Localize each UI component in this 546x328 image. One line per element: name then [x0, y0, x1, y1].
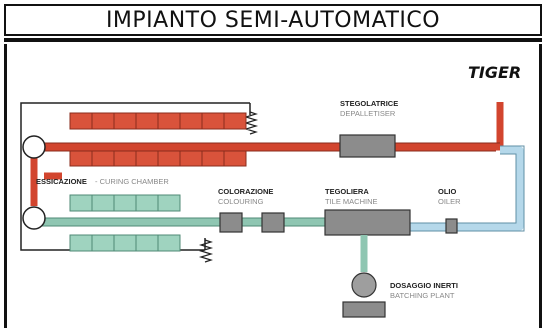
oiler-box: [445, 218, 458, 234]
tiger-logo: TIGER: [468, 63, 521, 82]
batching-base: [342, 301, 386, 318]
wheel-top: [22, 135, 46, 159]
colouring-box-1: [219, 212, 243, 233]
label-colorazione: COLORAZIONE: [218, 187, 273, 196]
red-rack-bottom: [69, 149, 247, 167]
label-batching-plant: BATCHING PLANT: [390, 291, 455, 300]
red-rack-top: [69, 112, 247, 130]
green-rack-bottom: [69, 234, 181, 252]
tile-machine-box: [324, 209, 411, 236]
label-olio: OLIO: [438, 187, 456, 196]
blue-return-outline-inner: [400, 153, 517, 224]
label-colouring: COLOURING: [218, 197, 264, 206]
label-essicazione: ESSICAZIONE: [36, 177, 87, 186]
page-title: IMPIANTO SEMI-AUTOMATICO: [4, 4, 542, 36]
label-depalletiser: DEPALLETISER: [340, 109, 396, 118]
title-rule: [4, 38, 542, 42]
blue-return-outline: [400, 145, 525, 232]
spring-icon-top: [243, 111, 259, 135]
spring-icon-bottom: [198, 239, 214, 263]
diagram-frame: [4, 44, 542, 328]
depalletiser-box: [339, 134, 396, 158]
colouring-box-2: [261, 212, 285, 233]
label-dosaggio: DOSAGGIO INERTI: [390, 281, 458, 290]
label-curing-chamber: - CURING CHAMBER: [95, 177, 169, 186]
label-tegoliera: TEGOLIERA: [325, 187, 369, 196]
label-stegolatrice: STEGOLATRICE: [340, 99, 398, 108]
green-rack-top: [69, 194, 181, 212]
tiger-logo-text: TIGER: [468, 63, 521, 82]
wheel-bottom: [22, 206, 46, 230]
label-tile-machine: TILE MACHINE: [325, 197, 378, 206]
batching-wheel: [351, 272, 377, 298]
blue-return-line: [400, 146, 524, 231]
label-oiler: OILER: [438, 197, 461, 206]
title-text: IMPIANTO SEMI-AUTOMATICO: [105, 7, 441, 33]
